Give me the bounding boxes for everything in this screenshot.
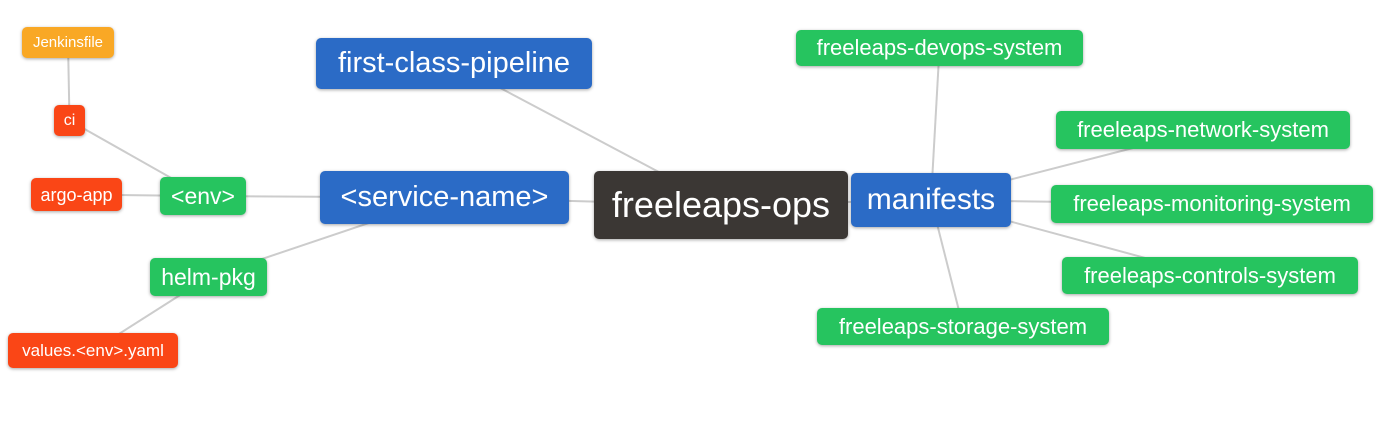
node-ci[interactable]: ci — [54, 105, 85, 136]
node-values-env-yaml[interactable]: values.<env>.yaml — [8, 333, 178, 368]
node-label: freeleaps-network-system — [1077, 117, 1329, 142]
node-label: argo-app — [40, 184, 113, 205]
node-argo-app[interactable]: argo-app — [31, 178, 122, 211]
node-label: Jenkinsfile — [32, 34, 104, 51]
node-label: helm-pkg — [161, 263, 256, 290]
node-label: freeleaps-controls-system — [1084, 262, 1336, 288]
node-service-name[interactable]: <service-name> — [320, 171, 569, 224]
node-label: freeleaps-ops — [611, 184, 831, 225]
node-label: values.<env>.yaml — [22, 341, 164, 360]
node-freeleaps-monitoring-system[interactable]: freeleaps-monitoring-system — [1051, 185, 1373, 223]
node-label: <env> — [171, 182, 235, 209]
node-freeleaps-ops[interactable]: freeleaps-ops — [594, 171, 848, 239]
node-env[interactable]: <env> — [160, 177, 246, 215]
node-jenkinsfile[interactable]: Jenkinsfile — [22, 27, 114, 58]
node-helm-pkg[interactable]: helm-pkg — [150, 258, 267, 296]
node-freeleaps-storage-system[interactable]: freeleaps-storage-system — [817, 308, 1109, 345]
node-label: first-class-pipeline — [337, 47, 571, 79]
node-freeleaps-devops-system[interactable]: freeleaps-devops-system — [796, 30, 1083, 66]
node-manifests[interactable]: manifests — [851, 173, 1011, 227]
node-label: freeleaps-monitoring-system — [1073, 191, 1351, 216]
node-label: ci — [63, 111, 76, 129]
node-label: freeleaps-devops-system — [816, 35, 1063, 60]
node-first-class-pipeline[interactable]: first-class-pipeline — [316, 38, 592, 89]
node-freeleaps-network-system[interactable]: freeleaps-network-system — [1056, 111, 1350, 149]
node-label: <service-name> — [340, 181, 549, 213]
node-label: freeleaps-storage-system — [838, 313, 1088, 339]
node-label: manifests — [866, 183, 996, 216]
node-freeleaps-controls-system[interactable]: freeleaps-controls-system — [1062, 257, 1358, 294]
